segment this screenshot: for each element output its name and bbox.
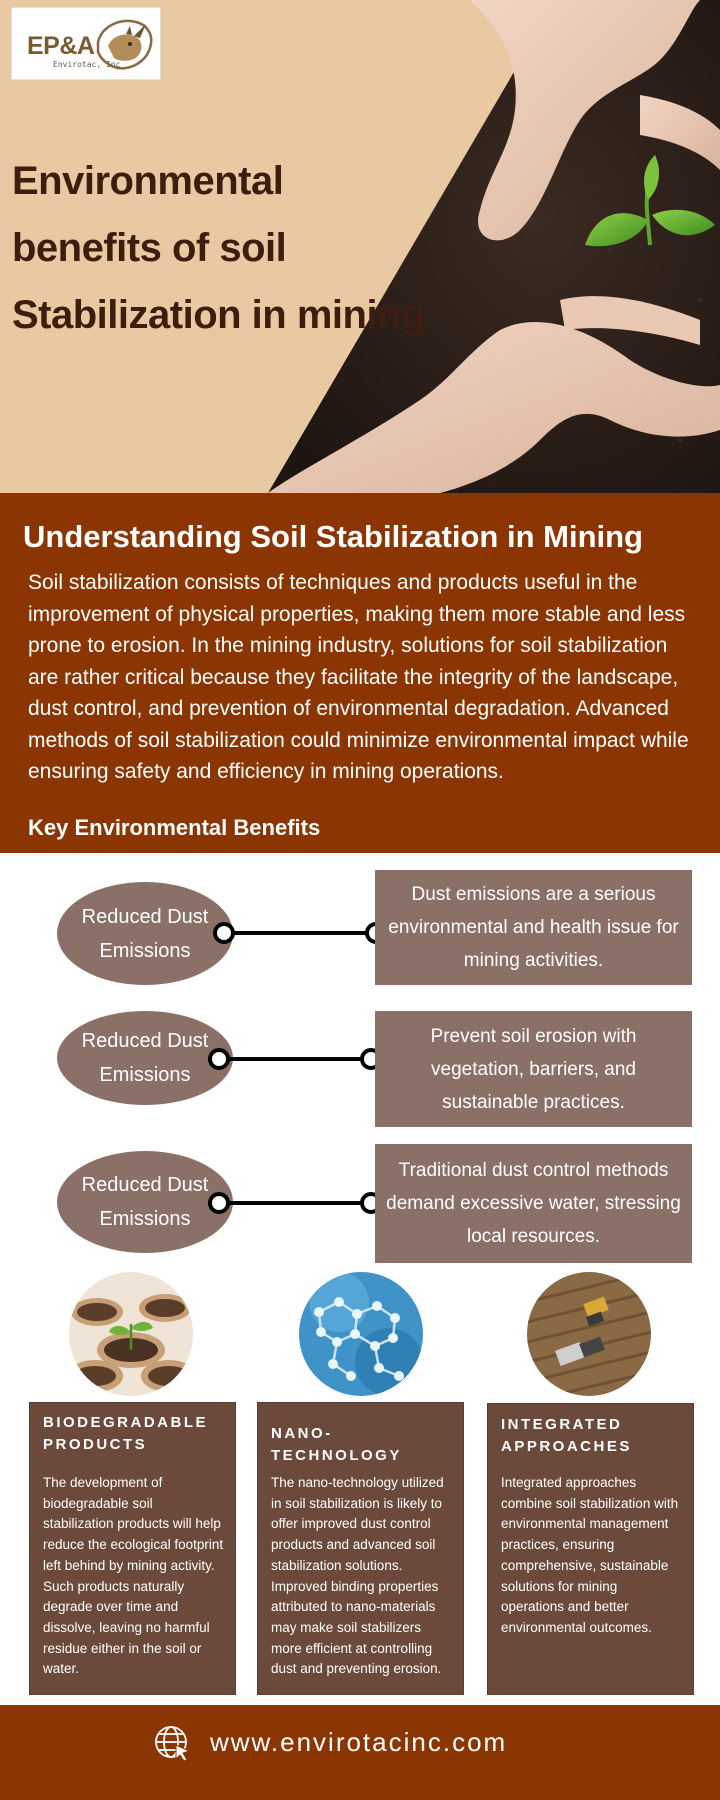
logo-subtext: Envirotac, Inc	[53, 60, 121, 69]
globe-cursor-icon	[155, 1726, 191, 1762]
key-benefits-heading: Key Environmental Benefits	[28, 815, 321, 840]
card-title: BIODEGRADABLE PRODUCTS	[43, 1414, 209, 1453]
understanding-heading: Understanding Soil Stabilization in Mini…	[23, 519, 643, 554]
info-card-integrated: INTEGRATED APPROACHES Integrated approac…	[487, 1403, 694, 1695]
connector-line	[213, 922, 387, 944]
molecule-image	[299, 1272, 423, 1396]
benefit-description: Traditional dust control methods demand …	[375, 1144, 692, 1263]
benefit-oval: Reduced Dust Emissions	[57, 1151, 233, 1253]
hands-holding-soil-photo	[268, 0, 720, 493]
understanding-section: Understanding Soil Stabilization in Mini…	[0, 493, 720, 853]
company-logo[interactable]: EP&A Envirotac, Inc	[11, 7, 161, 80]
benefit-oval: Reduced Dust Emissions	[57, 882, 233, 985]
card-body: The development of biodegradable soil st…	[43, 1475, 224, 1677]
card-title: NANO-TECHNOLOGY	[271, 1425, 402, 1464]
benefit-oval: Reduced Dust Emissions	[57, 1011, 233, 1105]
card-body: Integrated approaches combine soil stabi…	[501, 1475, 679, 1635]
card-title: INTEGRATED APPROACHES	[501, 1416, 632, 1455]
benefit-description: Dust emissions are a serious environment…	[375, 870, 692, 985]
seedling-pots-image	[69, 1272, 193, 1396]
understanding-body: Soil stabilization consists of technique…	[28, 571, 689, 783]
info-card-biodegradable: BIODEGRADABLE PRODUCTS The development o…	[29, 1402, 236, 1695]
benefits-section: Reduced Dust Emissions Dust emissions ar…	[0, 853, 720, 1705]
hero-title: Environmental benefits of soil Stabiliza…	[12, 159, 425, 337]
aerial-tractor-field-image	[527, 1272, 651, 1396]
connector-line	[208, 1048, 382, 1070]
footer: www.envirotacinc.com	[0, 1705, 720, 1800]
logo-text: EP&A	[27, 32, 95, 60]
card-body: The nano-technology utilized in soil sta…	[271, 1475, 444, 1677]
info-card-nanotech: NANO-TECHNOLOGY The nano-technology util…	[257, 1402, 464, 1695]
hero-section: EP&A Envirotac, Inc Environmental benefi…	[0, 0, 720, 493]
rhino-icon	[96, 19, 153, 70]
benefit-description: Prevent soil erosion with vegetation, ba…	[375, 1011, 692, 1127]
website-link[interactable]: www.envirotacinc.com	[210, 1727, 508, 1757]
connector-line	[208, 1192, 382, 1214]
